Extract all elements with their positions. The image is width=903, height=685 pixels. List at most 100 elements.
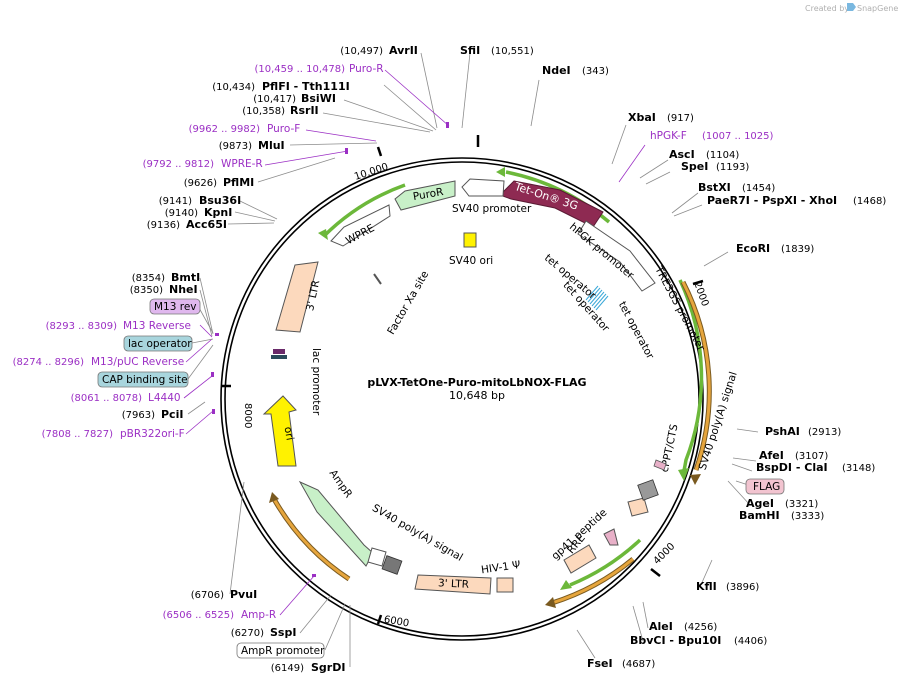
enzyme-xbai-pos: (917) bbox=[667, 113, 694, 124]
enzyme-pshai-pos: (2913) bbox=[808, 427, 841, 438]
ampr-arrow bbox=[298, 480, 374, 567]
enzyme-afei: AfeI bbox=[759, 449, 784, 462]
primer-puro-r: Puro-R bbox=[349, 63, 384, 75]
enzyme-sgrdi: SgrDI bbox=[311, 661, 345, 674]
credit-prefix: Created by bbox=[805, 4, 849, 13]
enzyme-ecori: EcoRI bbox=[736, 242, 770, 255]
hiv1-psi-box bbox=[496, 577, 514, 593]
enzyme-avrii-pos: (10,497) bbox=[340, 46, 383, 57]
lac-operator-label: lac operator bbox=[128, 338, 192, 350]
enzyme-bstxi: BstXI bbox=[698, 181, 731, 194]
cppt-box bbox=[627, 497, 649, 517]
wpre-arrow bbox=[330, 204, 391, 247]
enzyme-nhei-pos: (8350) bbox=[130, 285, 163, 296]
primer-amp-r-range: (6506 .. 6525) bbox=[163, 610, 235, 621]
primer-l4440: L4440 bbox=[148, 392, 181, 404]
enzyme-fsei-pos: (4687) bbox=[622, 659, 655, 670]
enzyme-spei: SpeI bbox=[681, 160, 708, 173]
enzyme-ecori-pos: (1839) bbox=[781, 244, 814, 255]
enzyme-pflmi: PflMI bbox=[223, 176, 254, 189]
primer-l4440-range: (8061 .. 8078) bbox=[71, 393, 143, 404]
primer-m13-puc-reverse: M13/pUC Reverse bbox=[91, 356, 184, 368]
lac-promoter-label: lac promoter bbox=[310, 348, 322, 416]
enzyme-sspi: SspI bbox=[270, 626, 296, 639]
flag-mark bbox=[653, 459, 667, 471]
enzyme-bsu36i-pos: (9141) bbox=[159, 196, 192, 207]
enzyme-mlui-pos: (9873) bbox=[219, 141, 252, 152]
ampr-promoter-box bbox=[236, 642, 325, 659]
lac-operator-box bbox=[123, 335, 193, 352]
enzyme-agei-pos: (3321) bbox=[785, 499, 818, 510]
cap-binding-site-box bbox=[97, 371, 189, 388]
enzyme-acc65i-pos: (9136) bbox=[147, 220, 180, 231]
ltr3-bottom-label: 3' LTR bbox=[438, 577, 470, 591]
ltr3-bottom-box bbox=[414, 574, 492, 595]
enzyme-pvui-pos: (6706) bbox=[191, 590, 224, 601]
enzyme-kpni-pos: (9140) bbox=[165, 208, 198, 219]
sv40-promoter-arrow bbox=[461, 178, 505, 197]
sv40-polya-right-box bbox=[637, 479, 659, 501]
enzyme-bsiwi: BsiWI bbox=[301, 92, 336, 105]
enzyme-asci: AscI bbox=[669, 148, 695, 161]
enzyme-alei-pos: (4256) bbox=[684, 622, 717, 633]
gp41-peptide-box bbox=[603, 528, 619, 546]
plasmid-length: 10,648 bp bbox=[449, 389, 505, 402]
enzyme-nhei: NheI bbox=[169, 283, 198, 296]
enzyme-alei: AleI bbox=[649, 620, 673, 633]
enzyme-agei: AgeI bbox=[746, 497, 774, 510]
puror-label: PuroR bbox=[412, 186, 444, 203]
orange-feature-arcs bbox=[269, 280, 712, 608]
tick-label-6000: 6000 bbox=[383, 614, 410, 629]
enzyme-bbvci-bpu10i: BbvCI - Bpu10I bbox=[630, 634, 721, 647]
enzyme-kfli-pos: (3896) bbox=[726, 582, 759, 593]
enzyme-xbai: XbaI bbox=[628, 111, 656, 124]
flag-label: FLAG bbox=[753, 481, 780, 493]
ori-arrow bbox=[262, 395, 297, 467]
enzyme-asci-pos: (1104) bbox=[706, 150, 739, 161]
primer-hpgk-f: hPGK-F bbox=[650, 130, 687, 142]
left-labels: (10,497) AvrII SfiI (10,551) (10,459 .. … bbox=[13, 44, 534, 674]
primer-tick-marks bbox=[211, 122, 449, 577]
enzyme-rsrii: RsrII bbox=[290, 104, 319, 117]
enzyme-paer7i-pspxi-xhoi: PaeR7I - PspXI - XhoI bbox=[707, 194, 837, 207]
enzyme-pcii-pos: (7963) bbox=[122, 410, 155, 421]
snapgene-logo-icon bbox=[847, 3, 856, 11]
left-primer-leaders bbox=[183, 69, 450, 616]
enzyme-kfli: KflI bbox=[696, 580, 717, 593]
plasmid-name: pLVX-TetOne-Puro-mitoLbNOX-FLAG bbox=[367, 376, 586, 389]
enzyme-sfii-pos: (10,551) bbox=[491, 46, 534, 57]
enzyme-rsrii-pos: (10,358) bbox=[242, 106, 285, 117]
credit-brand: SnapGene bbox=[857, 4, 898, 13]
enzyme-bspdi-clai: BspDI - ClaI bbox=[756, 461, 828, 474]
ampr-promoter-label: AmpR promoter bbox=[241, 645, 325, 657]
enzyme-afei-pos: (3107) bbox=[795, 451, 828, 462]
factor-xa-label: Factor Xa site bbox=[385, 269, 431, 337]
green-arrowheads bbox=[318, 167, 689, 590]
ampr-label: AmpR bbox=[327, 468, 355, 501]
enzyme-pvui: PvuI bbox=[230, 588, 257, 601]
primer-hpgk-f-range: (1007 .. 1025) bbox=[702, 131, 774, 142]
primer-amp-r: Amp-R bbox=[241, 609, 276, 621]
primer-wpre-r: WPRE-R bbox=[221, 158, 263, 170]
sv40-ori-label: SV40 ori bbox=[449, 255, 493, 267]
enzyme-paer7i-pos: (1468) bbox=[853, 196, 886, 207]
sv40-ori-box bbox=[463, 232, 477, 248]
enzyme-bstxi-pos: (1454) bbox=[742, 183, 775, 194]
right-primer-leaders bbox=[618, 144, 646, 183]
backbone-outer bbox=[220, 157, 704, 641]
tet-operator-label-3: tet operator bbox=[616, 300, 657, 362]
sv40-polya-left-arrow bbox=[367, 547, 387, 567]
primer-wpre-r-range: (9792 .. 9812) bbox=[143, 159, 215, 170]
primer-puro-f: Puro-F bbox=[267, 123, 300, 135]
right-enzyme-leaders bbox=[530, 79, 759, 659]
m13-rev-box bbox=[149, 298, 201, 315]
enzyme-avrii: AvrII bbox=[389, 44, 418, 57]
primer-pbr322ori-f: pBR322ori-F bbox=[120, 428, 185, 440]
enzyme-sfii: SfiI bbox=[460, 44, 480, 57]
enzyme-bmti-pos: (8354) bbox=[132, 273, 165, 284]
primer-m13-puc-reverse-range: (8274 .. 8296) bbox=[13, 357, 85, 368]
m13-rev-label: M13 rev bbox=[154, 301, 197, 313]
enzyme-sspi-pos: (6270) bbox=[231, 628, 264, 639]
enzyme-bspdi-pos: (3148) bbox=[842, 463, 875, 474]
enzyme-bamhi-pos: (3333) bbox=[791, 511, 824, 522]
